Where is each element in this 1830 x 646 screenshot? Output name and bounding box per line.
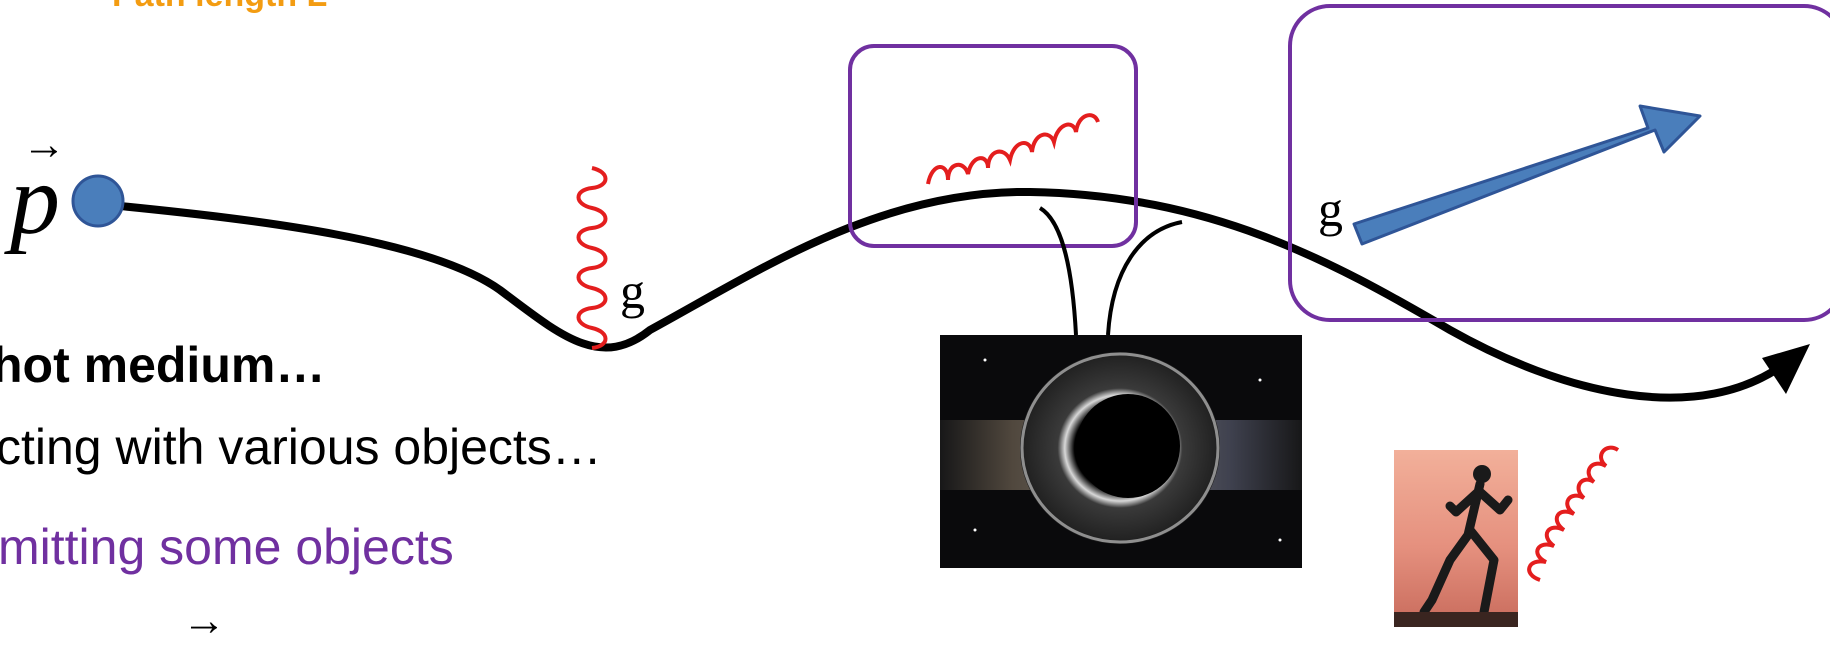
diagram: Path length L → p g g hot medium… cting … (0, 0, 1830, 627)
vector-arrow-bottom: → (182, 596, 226, 646)
text-line-3: mitting some objects (0, 518, 454, 576)
path-length-title: Path length L (112, 0, 327, 15)
particle-momentum-label: p (10, 150, 60, 250)
runner-image (1394, 450, 1518, 627)
gluon-2 (928, 115, 1098, 184)
gluon-1 (579, 168, 606, 348)
gluon-label-1: g (620, 262, 645, 320)
connector-line-1 (1040, 208, 1076, 335)
connector-line-2 (1108, 222, 1182, 335)
text-line-2: cting with various objects… (0, 418, 602, 476)
text-line-1: hot medium… (0, 336, 325, 394)
trajectory-arrowhead (1762, 344, 1810, 394)
gluon-label-2: g (1318, 180, 1343, 238)
particle-dot (73, 176, 123, 226)
momentum-arrow (1354, 106, 1700, 244)
gluon-3 (1529, 448, 1618, 580)
black-hole-image (940, 335, 1302, 568)
